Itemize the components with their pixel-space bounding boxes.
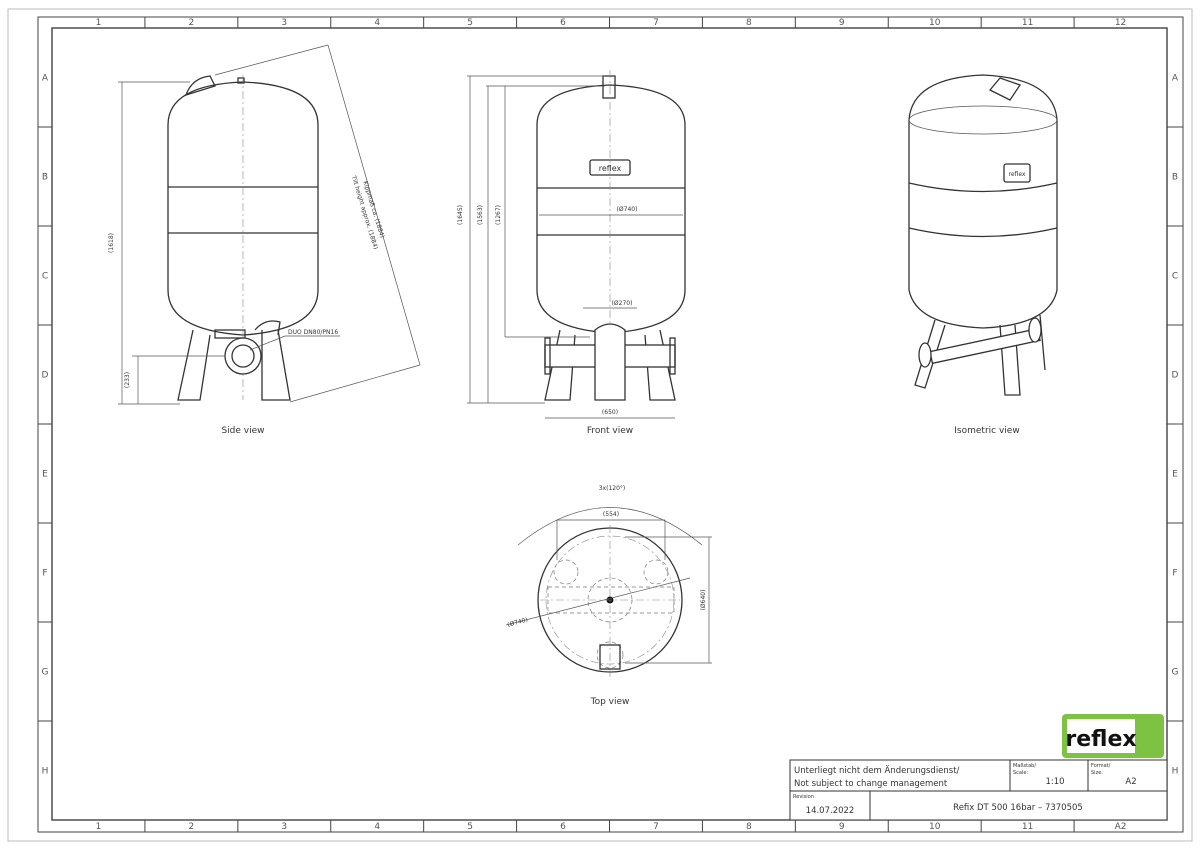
front-view: reflex (1645) (1563) (1267) (Ø740) (Ø270… [457,70,686,436]
grid-column-label-bottom: 4 [374,822,380,832]
grid-row-label-right: B [1172,173,1178,183]
iso-badge: reflex [1009,171,1026,178]
grid-column-label: 9 [839,18,845,28]
dim-total-height: (1645) [457,205,464,225]
dim-span: (554) [603,511,619,518]
grid-row-label-right: F [1172,569,1177,579]
front-view-caption: Front view [587,426,633,436]
notice-de: Unterliegt nicht dem Änderungsdienst/ [794,765,960,776]
side-view-caption: Side view [221,426,264,436]
reflex-logo: reflex [1062,714,1164,758]
isometric-view: reflex Isometric view [908,74,1058,436]
dim-pcd: (Ø640) [700,590,707,611]
grid-border [37,16,1184,833]
grid-column-label-bottom: 1 [96,822,102,832]
dim-connection-height: (233) [124,372,131,388]
iso-view-caption: Isometric view [954,426,1019,436]
dim-angle: 3x(120°) [599,485,626,492]
grid-row-label: A [42,74,49,84]
grid-row-label: H [42,767,49,777]
grid-row-label-right: G [1172,668,1179,678]
grid-row-label: F [42,569,47,579]
grid-column-label-bottom: 10 [929,822,941,832]
notice-en: Not subject to change management [794,779,948,789]
logo-text: reflex [1065,727,1136,752]
grid-column-label: 4 [374,18,380,28]
dim-side-height: (1618) [108,233,115,253]
dim-flange: (Ø270) [612,300,633,307]
format-value: A2 [1125,777,1136,787]
grid-column-label: 7 [653,18,659,28]
grid-column-label-bottom: 11 [1022,822,1033,832]
grid-column-label: 5 [467,18,473,28]
dim-height-2: (1563) [477,205,484,225]
grid-column-label-bottom: 5 [467,822,473,832]
grid-column-label: 3 [281,18,287,28]
title-block: Unterliegt nicht dem Änderungsdienst/ No… [789,759,1168,821]
dim-foot-width: (650) [602,409,618,416]
revision-date: 14.07.2022 [806,806,855,816]
grid-column-label: 1 [96,18,102,28]
grid-row-label: E [42,470,48,480]
grid-row-label: D [42,371,49,381]
side-view: (1618) (233) DUO DN80/PN16 Kippmaß ca. (… [108,44,421,436]
grid-row-label-right: C [1172,272,1178,282]
grid-column-label: 12 [1115,18,1126,28]
top-view-caption: Top view [590,697,630,707]
grid-column-label-bottom: 3 [281,822,287,832]
grid-column-label: 11 [1022,18,1033,28]
grid-column-label-bottom: A2 [1115,822,1127,832]
grid-column-label-bottom: 9 [839,822,845,832]
grid-row-label-right: A [1172,74,1179,84]
grid-row-label: B [42,173,48,183]
dim-height-3: (1267) [495,205,502,225]
scale-label-en: Scale: [1013,770,1028,776]
connection-label: DUO DN80/PN16 [288,329,338,336]
grid-column-label: 6 [560,18,566,28]
grid-column-label-bottom: 6 [560,822,566,832]
dim-diameter: (Ø740) [617,206,638,213]
revision-label: Revision [793,794,814,800]
grid-row-label-right: H [1172,767,1179,777]
dim-top-diameter: (Ø740) [507,616,529,628]
grid-column-label: 8 [746,18,752,28]
grid-row-label-right: D [1172,371,1179,381]
grid-row-label: C [42,272,48,282]
format-label: Format/ [1091,763,1111,769]
grid-column-label: 10 [929,18,941,28]
grid-column-label-bottom: 7 [653,822,659,832]
outer-border [7,8,1193,842]
grid-column-label: 2 [189,18,195,28]
format-label-en: Size: [1091,770,1103,776]
top-view: 3x(120°) (554) (Ø640) (Ø740) Top view [505,485,712,707]
scale-label: Maßstab/ [1013,763,1036,769]
drawing-title: Refix DT 500 16bar – 7370505 [953,803,1083,813]
grid-row-label-right: E [1172,470,1178,480]
grid-row-label: G [42,668,49,678]
grid-column-label-bottom: 2 [189,822,195,832]
scale-value: 1:10 [1045,777,1064,787]
grid-column-label-bottom: 8 [746,822,752,832]
